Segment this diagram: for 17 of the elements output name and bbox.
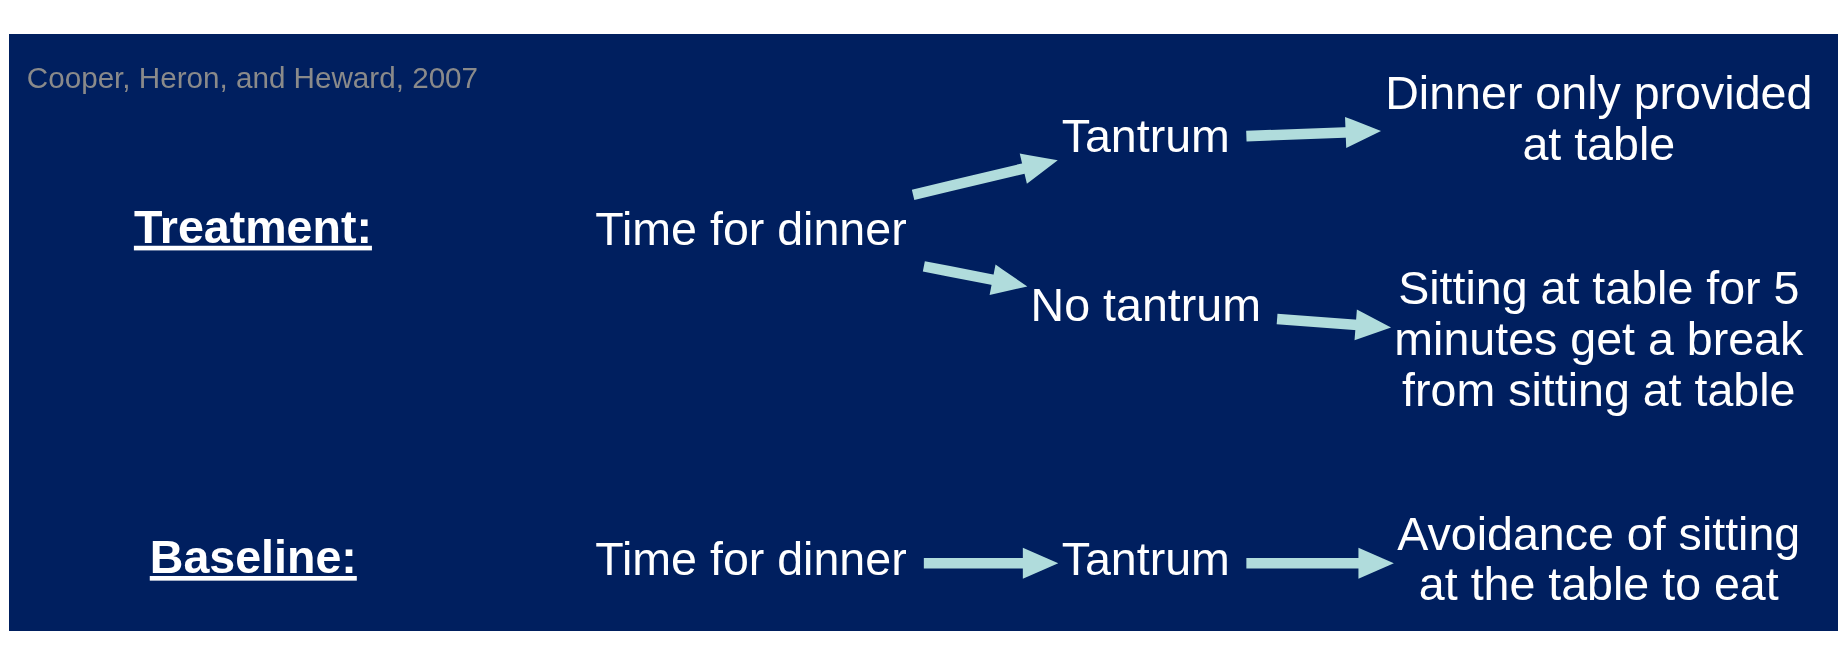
arrow xyxy=(1245,116,1381,148)
arrow xyxy=(1276,308,1391,340)
node-text: Avoidance of sitting at the table to eat xyxy=(1396,507,1800,610)
node-text: Time for dinner xyxy=(594,202,907,255)
node-text: No tantrum xyxy=(1030,278,1261,331)
arrow xyxy=(911,152,1058,200)
label: Baseline: xyxy=(149,530,357,583)
node-text: Sitting at table for 5 minutes get a break from sitting at table xyxy=(1393,261,1803,416)
label: Treatment: xyxy=(133,200,372,253)
node-text: Dinner only provided at table xyxy=(1384,66,1812,170)
label: Cooper, Heron, and Heward, 2007 xyxy=(26,60,478,94)
node-text: Tantrum xyxy=(1061,109,1230,162)
node-text: Tantrum xyxy=(1061,532,1230,585)
node-text: Time for dinner xyxy=(594,532,907,585)
arrow xyxy=(1245,547,1394,579)
arrow xyxy=(923,547,1058,579)
arrow xyxy=(922,260,1027,295)
